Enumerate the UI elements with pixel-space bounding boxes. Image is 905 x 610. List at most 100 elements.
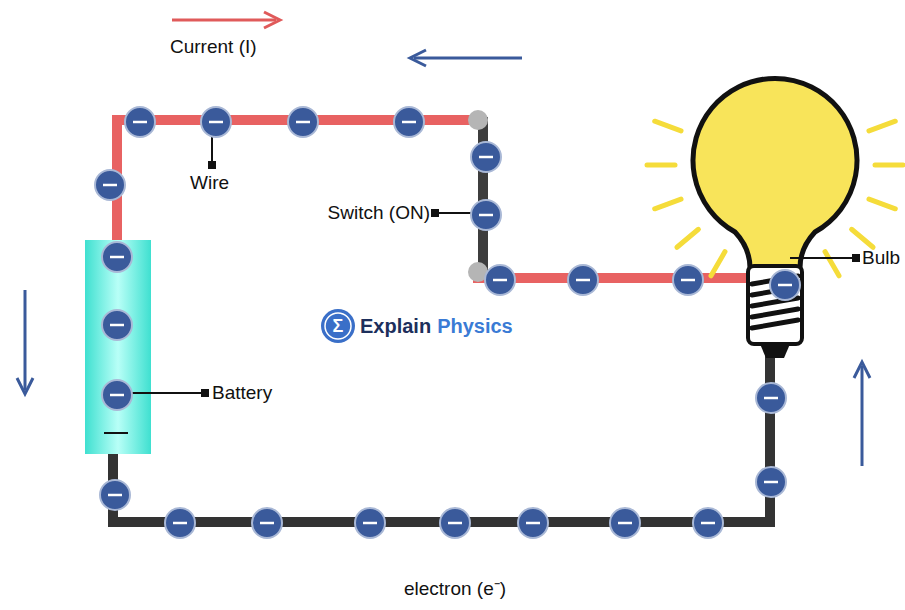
electron [693,508,723,538]
light-ray [647,163,675,168]
electron [355,508,385,538]
thread-line [752,320,798,328]
electron-charge [618,522,632,525]
electron [756,467,786,497]
electron [673,265,703,295]
wire [113,120,770,522]
logo-badge [321,309,355,343]
electron [394,107,424,137]
electron-charge [526,522,540,525]
light-ray [875,163,903,168]
electron-charge [209,121,223,124]
electron-charge [701,522,715,525]
electron-charge [108,494,122,497]
electron [471,142,501,172]
electron-circle [125,107,155,137]
electron-circle [440,508,470,538]
watermark: Explain [360,315,431,337]
electron [102,242,132,272]
battery-cell [85,240,151,454]
leader-line [130,134,859,396]
electron-circle [756,467,786,497]
electron [610,508,640,538]
electron [95,170,125,200]
electron-circle [355,508,385,538]
light-ray [655,199,681,209]
electron-charge [764,481,778,484]
electron-charge [133,121,147,124]
switch-contact [468,110,488,130]
part-name: Bulb [862,247,900,269]
electron-circle [693,508,723,538]
electron-charge [778,284,792,287]
light-ray [677,229,698,247]
electron [518,508,548,538]
light-bulb [693,78,857,358]
electron [288,107,318,137]
electron [125,107,155,137]
electron-charge [576,279,590,282]
electron [252,508,282,538]
electron [485,265,515,295]
electron-charge [110,324,124,327]
light-ray [655,121,681,131]
electron-flow-arrow [17,50,870,466]
electron-charge [173,522,187,525]
electron-circle [394,107,424,137]
electron-circle [610,508,640,538]
light-ray [852,229,873,247]
electron-charge [479,214,493,217]
electron-circle [485,265,515,295]
electron-charge [402,121,416,124]
part-name: Switch (ON) [328,202,430,224]
electron [165,508,195,538]
electron-circle [252,508,282,538]
electron-charge [681,279,695,282]
electron [102,310,132,340]
light-ray [869,199,895,209]
light-ray [711,252,725,276]
electron-circle [673,265,703,295]
electron-charge [493,279,507,282]
electron-charge [479,156,493,159]
electron-circle [756,383,786,413]
electron-charge [103,184,117,187]
electron-charge [110,256,124,259]
electron-label: electron (e⁻) [404,578,506,600]
electron [770,270,800,300]
current-arrow [172,12,280,28]
electron [471,200,501,230]
electron-circle [165,508,195,538]
electron [100,480,130,510]
electron-circle [770,270,800,300]
part-name: Wire [190,172,229,194]
battery-terminal [104,432,128,434]
electron-charge [260,522,274,525]
electron-circle [201,107,231,137]
electron-circle [471,142,501,172]
electron-circle [102,380,132,410]
electron [568,265,598,295]
electron-circle [102,310,132,340]
electron-charge [296,121,310,124]
current-label: Current (I) [170,36,257,58]
thread-line [752,309,798,317]
electron-circle [518,508,548,538]
electron-circle [100,480,130,510]
part-name: Battery [212,382,272,404]
light-ray [869,121,895,131]
electron-circle [95,170,125,200]
electron-circle [102,242,132,272]
electron [440,508,470,538]
light-ray [825,252,839,276]
electron [102,380,132,410]
electron-circle [471,200,501,230]
logo-symbol: Σ [333,315,344,337]
electrons [95,107,800,538]
electron [756,383,786,413]
watermark: Physics [437,315,513,337]
electron [201,107,231,137]
electron-circle [288,107,318,137]
